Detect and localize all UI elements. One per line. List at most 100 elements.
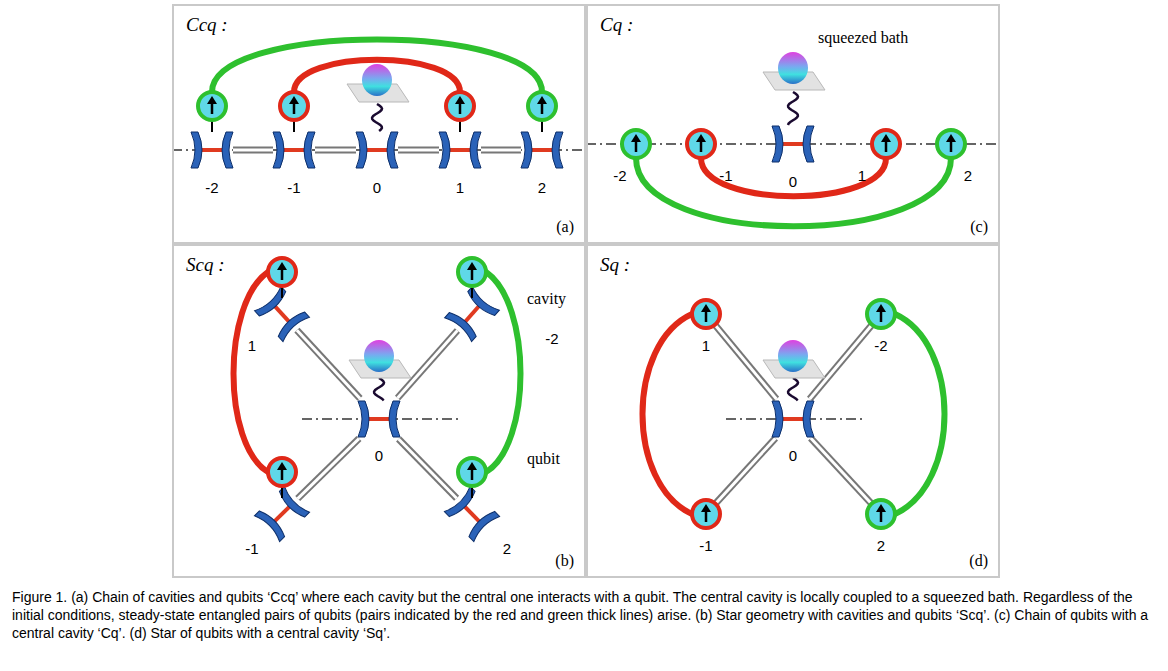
site-index: -1: [245, 541, 258, 558]
spin-arrow-head: [876, 304, 886, 312]
cavity: [772, 401, 814, 437]
mirror: [521, 132, 532, 168]
qubit: [458, 258, 486, 286]
spin-arrow: [471, 469, 474, 480]
spin-arrow: [705, 511, 708, 522]
panel-title: Cq :: [600, 14, 633, 36]
panel-title: Ccq :: [186, 14, 228, 36]
coupling-spring: [788, 92, 798, 125]
rod-core: [297, 330, 360, 398]
spin-arrow: [950, 141, 953, 152]
cavity-beam: [200, 148, 224, 152]
mirror: [803, 401, 814, 437]
rod: [298, 439, 359, 499]
spin-arrow: [705, 311, 708, 322]
rod: [811, 438, 872, 504]
rod: [297, 330, 360, 398]
spin-arrow-head: [467, 462, 477, 470]
annotation: qubit: [527, 450, 560, 468]
bath-blob: [364, 340, 394, 372]
qubit-circle: [528, 92, 556, 120]
qubit-circle: [280, 92, 308, 120]
cavity: [254, 486, 309, 541]
qubit-circle: [268, 458, 296, 486]
site-index: 2: [964, 168, 972, 185]
qubit: [867, 300, 895, 328]
rod-core: [399, 439, 457, 498]
spin-arrow: [880, 311, 883, 322]
figure-panel: Scq :(b): [172, 244, 586, 578]
site-index: 2: [538, 180, 546, 197]
spin-arrow: [281, 269, 284, 280]
qubit: [872, 130, 900, 158]
panel-art: [172, 40, 586, 169]
qubit: [528, 92, 556, 120]
rod: [398, 147, 439, 154]
panel-art: [586, 52, 1000, 226]
entanglement-link: [643, 314, 693, 514]
cavity-beam: [464, 305, 480, 323]
panel-title: Sq :: [600, 254, 630, 276]
figure-panel: Sq : (d): [586, 244, 1000, 578]
figure-caption: Figure 1. (a) Chain of cavities and qubi…: [12, 588, 1156, 642]
cavity: [255, 286, 310, 341]
mirror: [772, 401, 783, 437]
panel-art: [234, 258, 521, 542]
qubit-circle: [268, 258, 296, 286]
axis-line: [172, 149, 586, 151]
coupling-spring: [372, 104, 382, 131]
qubit: [198, 92, 226, 120]
qubit-circle: [867, 300, 895, 328]
spin-arrow-head: [631, 134, 641, 142]
panel-tag: (d): [969, 552, 988, 570]
cavity: [521, 132, 563, 168]
rod-core: [315, 149, 356, 152]
entanglement-link: [701, 158, 886, 196]
site-index: 0: [789, 448, 797, 465]
qubit-circle: [622, 130, 650, 158]
annotation: cavity: [527, 290, 566, 308]
site-index: 0: [373, 180, 381, 197]
site-index: -2: [205, 180, 218, 197]
mirror: [356, 132, 367, 168]
rod: [398, 330, 458, 398]
qubit-circle: [198, 92, 226, 120]
qubit: [622, 130, 650, 158]
rod-core: [810, 325, 872, 399]
rod-core: [298, 439, 359, 499]
panel-art: [643, 300, 945, 528]
cavity-beam: [781, 417, 805, 421]
cavity-beam: [282, 148, 306, 152]
mirror: [465, 286, 499, 318]
entanglement-link: [636, 158, 951, 226]
site-index: -2: [545, 331, 558, 348]
squeezed-bath: [763, 52, 825, 90]
site-index: -2: [613, 168, 626, 185]
qubit-circle: [872, 130, 900, 158]
mirror: [439, 132, 450, 168]
site-index: 1: [456, 180, 464, 197]
qubit: [867, 500, 895, 528]
mirror: [466, 509, 499, 542]
cavity-beam: [781, 142, 805, 146]
rod-core: [811, 438, 872, 504]
spin-arrow-head: [696, 134, 706, 142]
mirror: [803, 126, 814, 162]
cavity: [445, 286, 500, 341]
spin-arrow: [541, 103, 544, 114]
axis-line: [302, 418, 462, 420]
mirror: [389, 401, 400, 437]
site-index: -1: [699, 538, 712, 555]
spin-arrow-head: [277, 462, 287, 470]
coupling-spring: [788, 378, 798, 401]
qubit: [280, 92, 308, 120]
rod: [481, 147, 521, 154]
cavity-beam: [365, 148, 389, 152]
qubit-circle: [692, 500, 720, 528]
spin-arrow-head: [876, 504, 886, 512]
cavity-beam: [273, 506, 290, 523]
qubit: [268, 258, 296, 286]
mirror: [273, 132, 284, 168]
cavity: [772, 126, 814, 162]
